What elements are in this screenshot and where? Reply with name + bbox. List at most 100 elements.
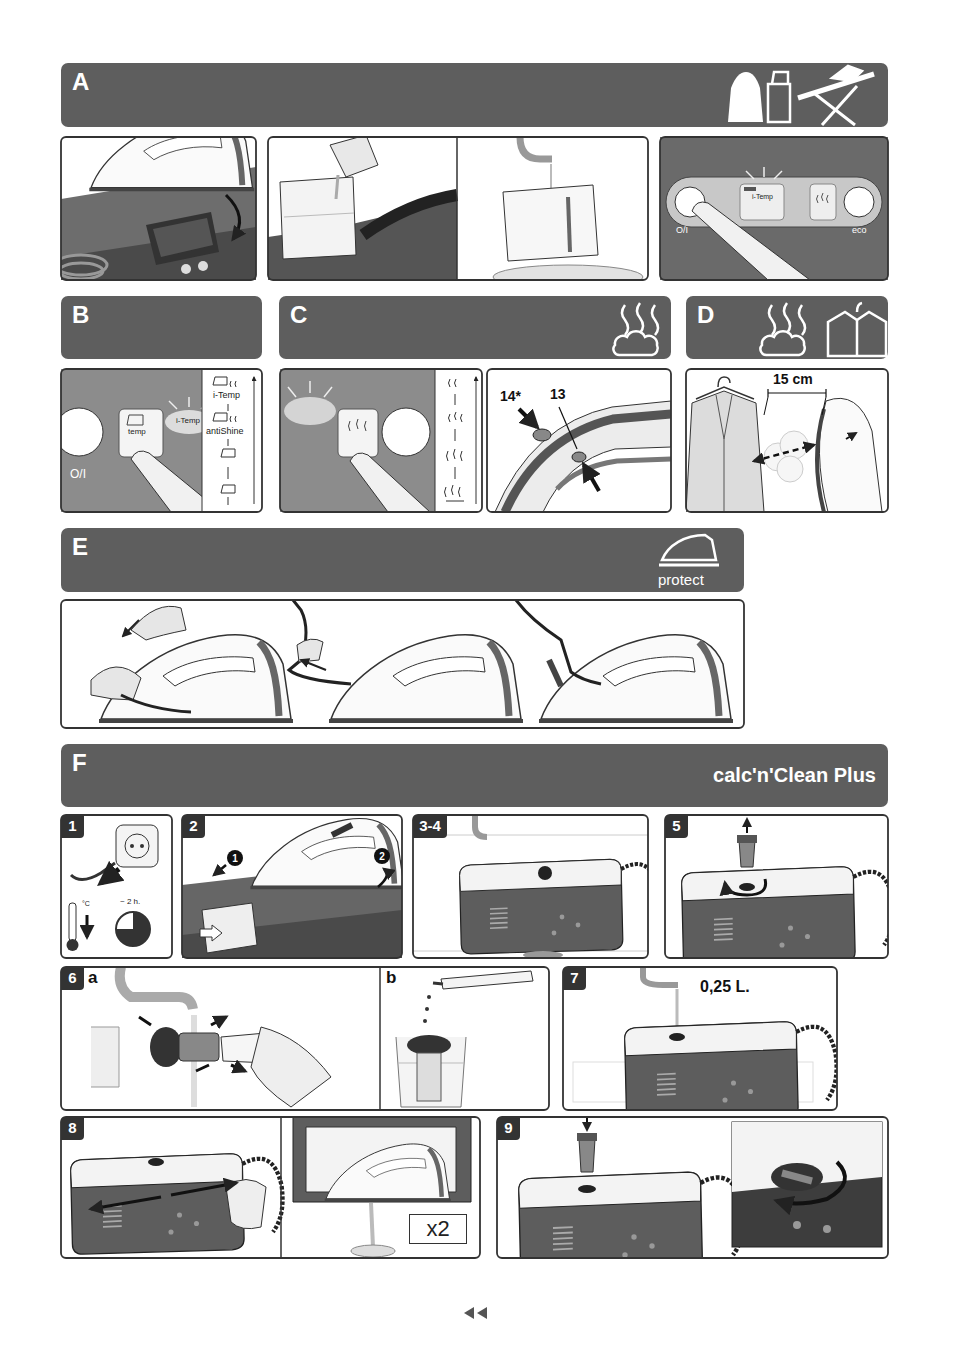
drawing-part — [61, 967, 549, 1110]
section-letter: 3-4 — [419, 818, 441, 835]
drawing-part — [338, 409, 378, 457]
drawing-part — [228, 404, 229, 505]
drawing-part — [71, 1154, 283, 1254]
drawing-part — [169, 401, 177, 409]
callout-label: 0,25 L. — [700, 978, 750, 996]
drawing-part — [61, 815, 172, 958]
drawing-part — [732, 1122, 882, 1192]
step-number: 6 — [61, 967, 84, 990]
drawing-part — [686, 391, 764, 512]
drawing-part — [371, 1203, 373, 1247]
drawing-part — [182, 815, 402, 958]
drawing-part — [844, 187, 874, 217]
drawing-part — [549, 660, 561, 686]
drawing-part — [625, 1022, 837, 1122]
section-band: D — [686, 296, 888, 359]
drawing-part — [123, 620, 139, 636]
water-tank-figure — [268, 135, 648, 289]
release-lock-figure — [182, 815, 406, 958]
drawing-part — [793, 1221, 801, 1229]
drawing-part — [202, 369, 203, 512]
drawing-part — [120, 967, 193, 1009]
drawing-part — [330, 135, 378, 177]
drawing-part — [378, 869, 387, 887]
drawing-part — [682, 867, 894, 967]
drawing-part — [254, 377, 255, 504]
drawing-part — [336, 175, 338, 199]
drawing-part — [771, 1163, 823, 1191]
drawing-part — [772, 72, 788, 84]
drawing-part — [740, 184, 784, 220]
drawing-part — [578, 1185, 596, 1193]
drawing-part — [140, 844, 144, 848]
drawing-part — [660, 137, 888, 280]
step-number: 2 — [182, 815, 205, 838]
drawing-part — [226, 195, 240, 239]
drawing-part — [200, 925, 222, 941]
step-number: 9 — [497, 1117, 520, 1140]
drawing-part — [686, 369, 888, 512]
drawing-part — [643, 967, 678, 985]
drawing-part — [764, 397, 826, 415]
drawing-part — [572, 452, 586, 462]
drawing-part — [746, 167, 782, 179]
drawing-part — [325, 1144, 451, 1200]
drawing-part — [487, 369, 671, 512]
drawing-part — [725, 879, 766, 895]
station-sink-figure — [413, 815, 659, 959]
remove-cap-figure — [665, 815, 894, 967]
drawing-part — [179, 1033, 219, 1061]
drawing-part — [61, 369, 262, 512]
drawing-part — [666, 177, 882, 227]
drawing-part — [441, 971, 533, 989]
drawing-part — [382, 408, 430, 456]
section-letter: F — [72, 750, 87, 776]
drawing-part — [324, 387, 332, 397]
drawing-part — [407, 1035, 451, 1055]
drawing-part — [280, 177, 356, 259]
drawing-part — [475, 815, 487, 837]
drawing-part — [817, 409, 824, 512]
drawing-part — [251, 1027, 331, 1107]
step-number: 3-4 — [413, 815, 447, 838]
drawing-part — [181, 264, 191, 274]
drawing-part — [737, 835, 757, 843]
callout-label: 14* — [500, 389, 521, 404]
drawing-part — [280, 369, 482, 512]
drawing-part — [746, 819, 748, 833]
page-marker — [464, 1307, 487, 1319]
callout-label: °C — [82, 900, 90, 908]
drawing-part — [497, 1117, 888, 1258]
rinse-cartridge-figure — [61, 967, 549, 1110]
callout-label: a — [88, 969, 97, 988]
control-panel-figure — [660, 137, 888, 280]
section-band: C — [279, 296, 671, 359]
drawing-part — [732, 1122, 882, 1247]
drawing-part — [577, 1133, 597, 1141]
drawing-part — [61, 1117, 480, 1258]
callout-label: eco — [852, 226, 867, 236]
drawing-part — [69, 903, 76, 941]
drawing-part — [777, 456, 803, 482]
drawing-part — [505, 414, 671, 512]
repeat-box: x2 — [409, 1214, 467, 1244]
drawing-part — [349, 419, 367, 431]
drawing-part — [538, 866, 552, 880]
drawing-part — [665, 815, 888, 958]
drawing-part — [227, 850, 243, 866]
drawing-part — [832, 66, 862, 81]
callout-label: ~ 2 h. — [120, 898, 140, 907]
drawing-part — [425, 1007, 429, 1011]
drawing-part — [213, 377, 227, 385]
drawing-part — [61, 815, 172, 958]
step-number: 5 — [665, 815, 688, 838]
drawing-part — [289, 600, 351, 684]
drawing-part — [760, 303, 805, 355]
drawing-part — [780, 431, 808, 459]
section-letter: 2 — [189, 818, 197, 835]
step-number: 8 — [61, 1117, 84, 1140]
section-letter: C — [290, 302, 307, 328]
drawing-part — [91, 667, 141, 700]
